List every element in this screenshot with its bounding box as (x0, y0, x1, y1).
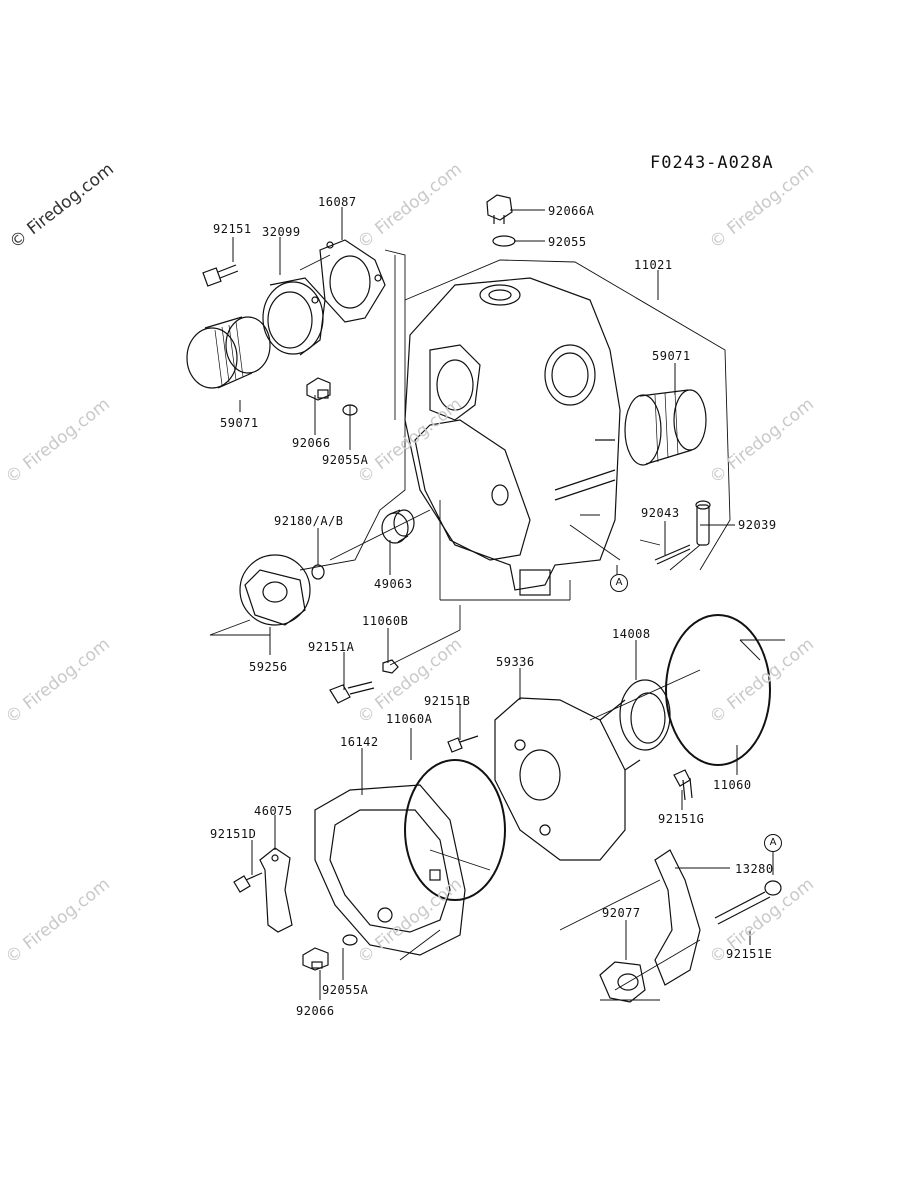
lever-13280 (654, 849, 701, 986)
part-label-14008: 14008 (612, 627, 651, 641)
cover-59336 (494, 697, 641, 861)
part-label-11060A: 11060A (386, 712, 433, 726)
part-label-92055A: 92055A (322, 453, 369, 467)
plug-92066-lower (302, 947, 329, 971)
callout-a: A (764, 834, 782, 852)
part-label-92066A: 92066A (548, 204, 595, 218)
bolt-92151G (673, 769, 693, 801)
ring-92180 (311, 564, 325, 580)
bolt-92151E (714, 880, 782, 925)
part-label-59336: 59336 (496, 655, 535, 669)
part-label-92043: 92043 (641, 506, 680, 520)
part-label-92151: 92151 (213, 222, 252, 236)
pin-92043 (654, 544, 691, 565)
ring-92055A-upper (342, 404, 358, 416)
frame-16142 (314, 784, 466, 956)
part-label-46075: 46075 (254, 804, 293, 818)
flange-32099 (262, 277, 326, 356)
casing-11021 (404, 277, 621, 596)
bolt-92151 (202, 264, 239, 287)
part-label-92151E: 92151E (726, 947, 773, 961)
washer-11060B (382, 659, 399, 674)
part-label-11021: 11021 (634, 258, 673, 272)
leader-lines (232, 207, 774, 1000)
ring-92055 (492, 235, 516, 247)
part-label-92077: 92077 (602, 906, 641, 920)
part-label-32099: 32099 (262, 225, 301, 239)
part-label-13280: 13280 (735, 862, 774, 876)
part-label-16142: 16142 (340, 735, 379, 749)
part-label-59071: 59071 (652, 349, 691, 363)
knob-92077 (599, 961, 646, 1003)
pipe-59071-right (624, 389, 707, 466)
part-label-16087: 16087 (318, 195, 357, 209)
part-label-92066: 92066 (292, 436, 331, 450)
part-label-59256: 59256 (249, 660, 288, 674)
impeller-59256 (239, 554, 311, 626)
seal-49063 (381, 509, 415, 544)
gasket-16087 (319, 239, 386, 323)
pin-92039 (695, 500, 711, 546)
part-label-92055: 92055 (548, 235, 587, 249)
part-label-92039: 92039 (738, 518, 777, 532)
part-label-92180-a-b: 92180/A/B (274, 514, 344, 528)
part-label-92151A: 92151A (308, 640, 355, 654)
part-label-92066: 92066 (296, 1004, 335, 1018)
part-label-11060: 11060 (713, 778, 752, 792)
oring-11060A (404, 759, 506, 901)
plug-92066A (486, 194, 513, 224)
part-label-92151D: 92151D (210, 827, 257, 841)
bolt-92151D (233, 872, 263, 893)
part-label-92151B: 92151B (424, 694, 471, 708)
bracket-46075 (259, 847, 293, 933)
assembly-lines (209, 249, 785, 1001)
bolt-92151B (447, 735, 479, 753)
part-label-59071: 59071 (220, 416, 259, 430)
part-label-92151G: 92151G (658, 812, 705, 826)
part-label-92055A: 92055A (322, 983, 369, 997)
oring-11060 (665, 614, 771, 766)
callout-a: A (610, 574, 628, 592)
part-label-11060B: 11060B (362, 614, 409, 628)
gasket-14008 (619, 679, 671, 751)
pipe-59071-left (186, 316, 271, 389)
diagram-code: F0243-A028A (650, 153, 774, 173)
bolt-92151A (329, 681, 375, 704)
ring-92055A-lower (342, 934, 358, 946)
part-label-49063: 49063 (374, 577, 413, 591)
plug-92066-upper (306, 377, 331, 401)
